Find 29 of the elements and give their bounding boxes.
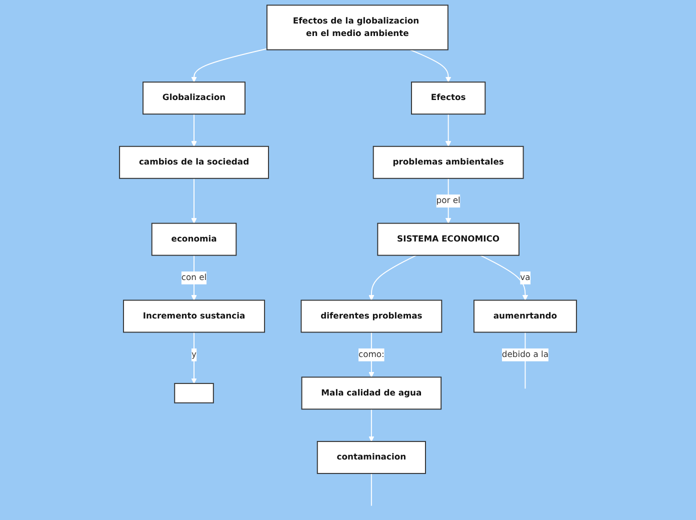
edge-label: debido a la <box>502 350 549 360</box>
arrow <box>191 178 197 224</box>
arrow <box>445 114 452 147</box>
arrow <box>191 332 197 384</box>
node-box: Globalizacion <box>142 82 246 115</box>
arrow <box>410 49 452 82</box>
edge-label: va <box>520 272 530 282</box>
node-box: SISTEMA ECONOMICO <box>377 222 520 256</box>
arrow <box>191 114 197 147</box>
node-box: aumenrtando <box>474 300 577 333</box>
edge-label: como: <box>358 350 384 360</box>
arrow <box>368 254 417 300</box>
node-box: Efectos <box>411 82 486 115</box>
node-box: contaminacion <box>316 440 426 474</box>
node-box: Incremento sustancia <box>123 300 266 333</box>
node-box: problemas ambientales <box>372 146 524 179</box>
node-box: diferentes problemas <box>300 300 442 333</box>
edge-label: por el <box>436 196 460 206</box>
arrow <box>368 408 374 442</box>
node-box: cambios de la sociedad <box>119 146 269 179</box>
node-box: Efectos de la globalizacion en el medio ambiente <box>266 4 448 50</box>
edge-label: y <box>192 350 197 360</box>
edge-label: con el <box>181 272 207 282</box>
arrow <box>480 254 528 300</box>
node-box <box>174 382 214 404</box>
arrow <box>191 48 268 82</box>
node-box: Mala calidad de agua <box>301 376 442 410</box>
connector <box>370 472 372 506</box>
node-box: economia <box>151 222 237 256</box>
